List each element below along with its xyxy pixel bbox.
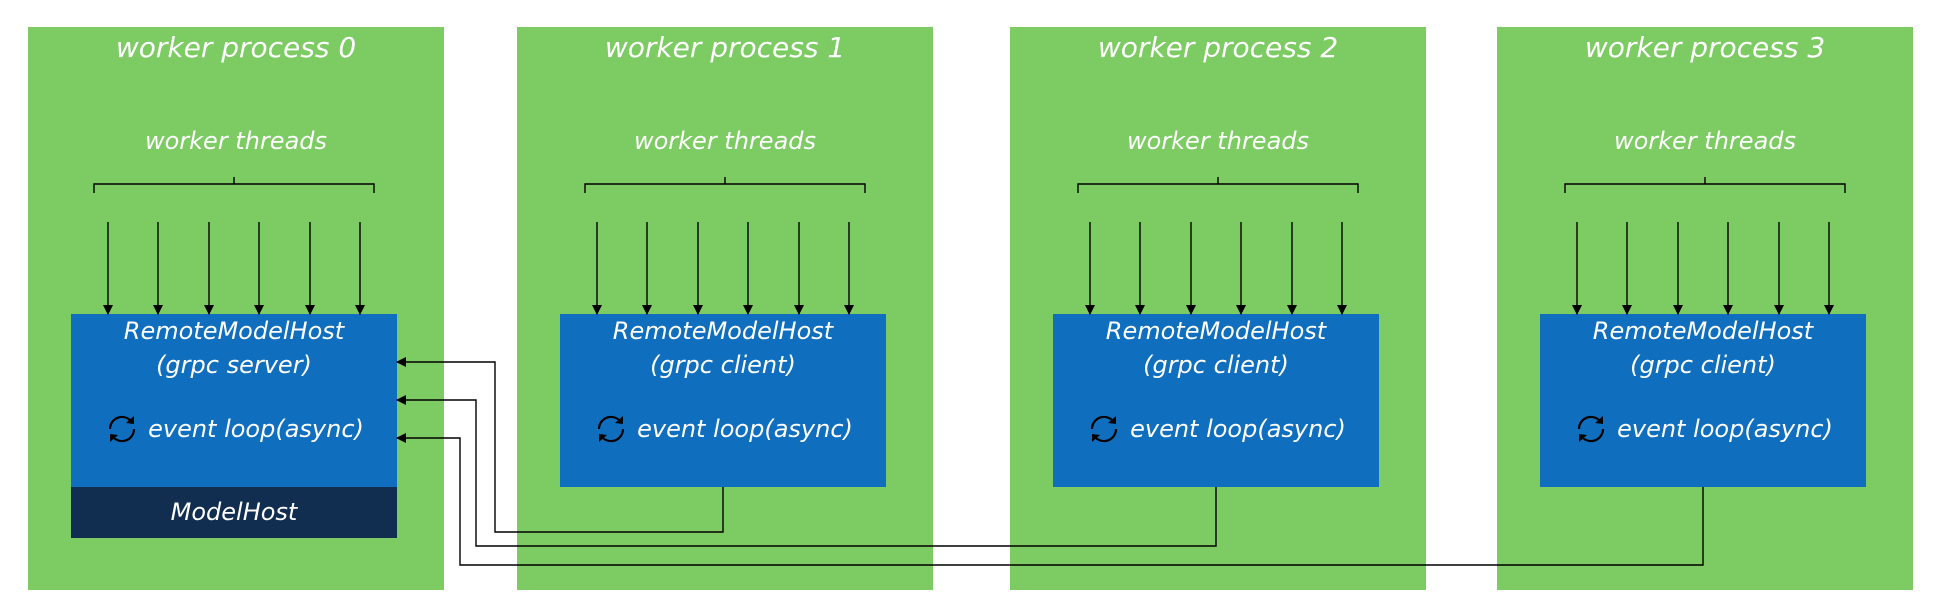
event-loop-label: event loop(async) bbox=[1617, 415, 1833, 443]
event-loop: event loop(async) bbox=[1053, 411, 1379, 447]
threads-label: worker threads bbox=[144, 127, 328, 155]
host-title: RemoteModelHost bbox=[123, 317, 345, 345]
remote-model-host-client: RemoteModelHost (grpc client) event loop… bbox=[1053, 314, 1379, 487]
event-loop: event loop(async) bbox=[1540, 411, 1866, 447]
process-title: worker process 1 bbox=[604, 31, 846, 64]
model-host: ModelHost bbox=[71, 487, 397, 538]
remote-model-host-client: RemoteModelHost (grpc client) event loop… bbox=[1540, 314, 1866, 487]
host-title: RemoteModelHost bbox=[612, 317, 834, 345]
worker-process-0: worker process 0 worker threads RemoteMo… bbox=[28, 27, 444, 590]
refresh-icon bbox=[1090, 415, 1118, 443]
host-role: (grpc client) bbox=[1630, 351, 1776, 379]
refresh-icon bbox=[597, 415, 625, 443]
event-loop: event loop(async) bbox=[71, 411, 397, 447]
process-title: worker process 2 bbox=[1097, 31, 1339, 64]
event-loop: event loop(async) bbox=[560, 411, 886, 447]
process-title: worker process 3 bbox=[1584, 31, 1826, 64]
threads-label: worker threads bbox=[1613, 127, 1797, 155]
remote-model-host-server: RemoteModelHost (grpc server) event loop… bbox=[71, 314, 397, 487]
event-loop-label: event loop(async) bbox=[1130, 415, 1346, 443]
worker-process-2: worker process 2 worker threads RemoteMo… bbox=[1010, 27, 1426, 590]
worker-process-1: worker process 1 worker threads RemoteMo… bbox=[517, 27, 933, 590]
event-loop-label: event loop(async) bbox=[637, 415, 853, 443]
host-role: (grpc client) bbox=[1143, 351, 1289, 379]
threads-label: worker threads bbox=[633, 127, 817, 155]
refresh-icon bbox=[108, 415, 136, 443]
remote-model-host-client: RemoteModelHost (grpc client) event loop… bbox=[560, 314, 886, 487]
host-role: (grpc client) bbox=[650, 351, 796, 379]
worker-process-3: worker process 3 worker threads RemoteMo… bbox=[1497, 27, 1913, 590]
process-title: worker process 0 bbox=[115, 31, 357, 64]
host-role: (grpc server) bbox=[156, 351, 312, 379]
refresh-icon bbox=[1577, 415, 1605, 443]
host-title: RemoteModelHost bbox=[1592, 317, 1814, 345]
host-title: RemoteModelHost bbox=[1105, 317, 1327, 345]
event-loop-label: event loop(async) bbox=[148, 415, 364, 443]
threads-label: worker threads bbox=[1126, 127, 1310, 155]
